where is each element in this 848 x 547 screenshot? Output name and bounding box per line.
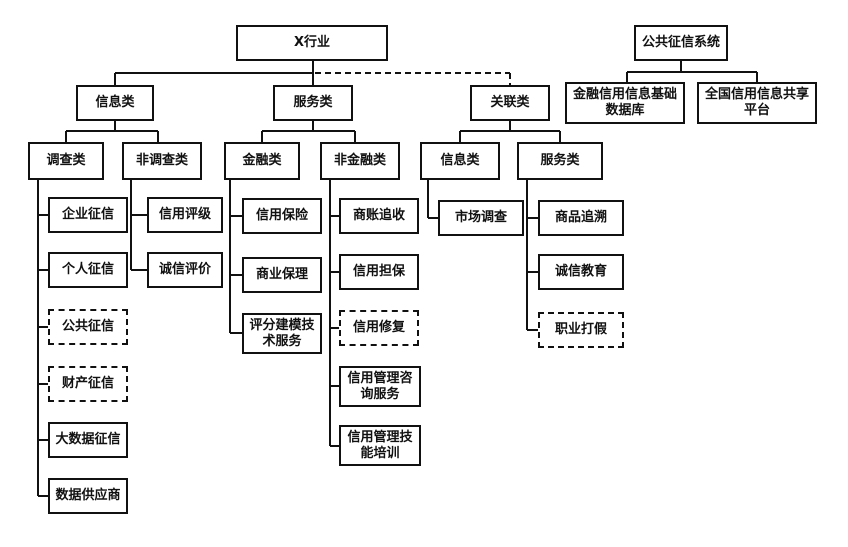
node-related: 关联类 <box>470 85 550 121</box>
node-credit-mgmt-training: 信用管理技 能培训 <box>339 425 421 466</box>
node-non-finance: 非金融类 <box>320 142 400 180</box>
node-property-credit: 财产征信 <box>48 366 128 402</box>
node-debt-collection: 商账追收 <box>339 198 419 234</box>
node-scoring-tech: 评分建模技 术服务 <box>242 313 322 354</box>
node-service: 服务类 <box>273 85 353 121</box>
node-credit-insurance: 信用保险 <box>242 198 322 234</box>
node-credit-mgmt-consult: 信用管理咨 询服务 <box>339 366 421 407</box>
node-bigdata-credit: 大数据征信 <box>48 422 128 458</box>
node-commercial-factoring: 商业保理 <box>242 257 322 293</box>
node-public-system: 公共征信系统 <box>634 25 728 61</box>
node-financial-db: 金融信用信息基础 数据库 <box>565 82 685 124</box>
node-anti-counterfeit: 职业打假 <box>538 312 624 348</box>
node-non-survey: 非调查类 <box>122 142 202 180</box>
node-national-platform: 全国信用信息共享 平台 <box>697 82 817 124</box>
node-personal-credit: 个人征信 <box>48 252 128 288</box>
node-enterprise-credit: 企业征信 <box>48 197 128 233</box>
node-market-research: 市场调查 <box>438 200 524 236</box>
node-integrity-eval: 诚信评价 <box>147 252 223 288</box>
node-finance: 金融类 <box>224 142 300 180</box>
node-data-supplier: 数据供应商 <box>48 478 128 514</box>
node-related-info: 信息类 <box>420 142 500 180</box>
node-public-credit: 公共征信 <box>48 309 128 345</box>
node-survey: 调查类 <box>28 142 104 180</box>
node-integrity-edu: 诚信教育 <box>538 254 624 290</box>
node-root: X行业 <box>236 25 388 61</box>
node-info: 信息类 <box>76 85 154 121</box>
node-product-tracing: 商品追溯 <box>538 200 624 236</box>
node-credit-rating: 信用评级 <box>147 197 223 233</box>
node-credit-repair: 信用修复 <box>339 310 419 346</box>
node-credit-guarantee: 信用担保 <box>339 254 419 290</box>
node-related-service: 服务类 <box>517 142 603 180</box>
